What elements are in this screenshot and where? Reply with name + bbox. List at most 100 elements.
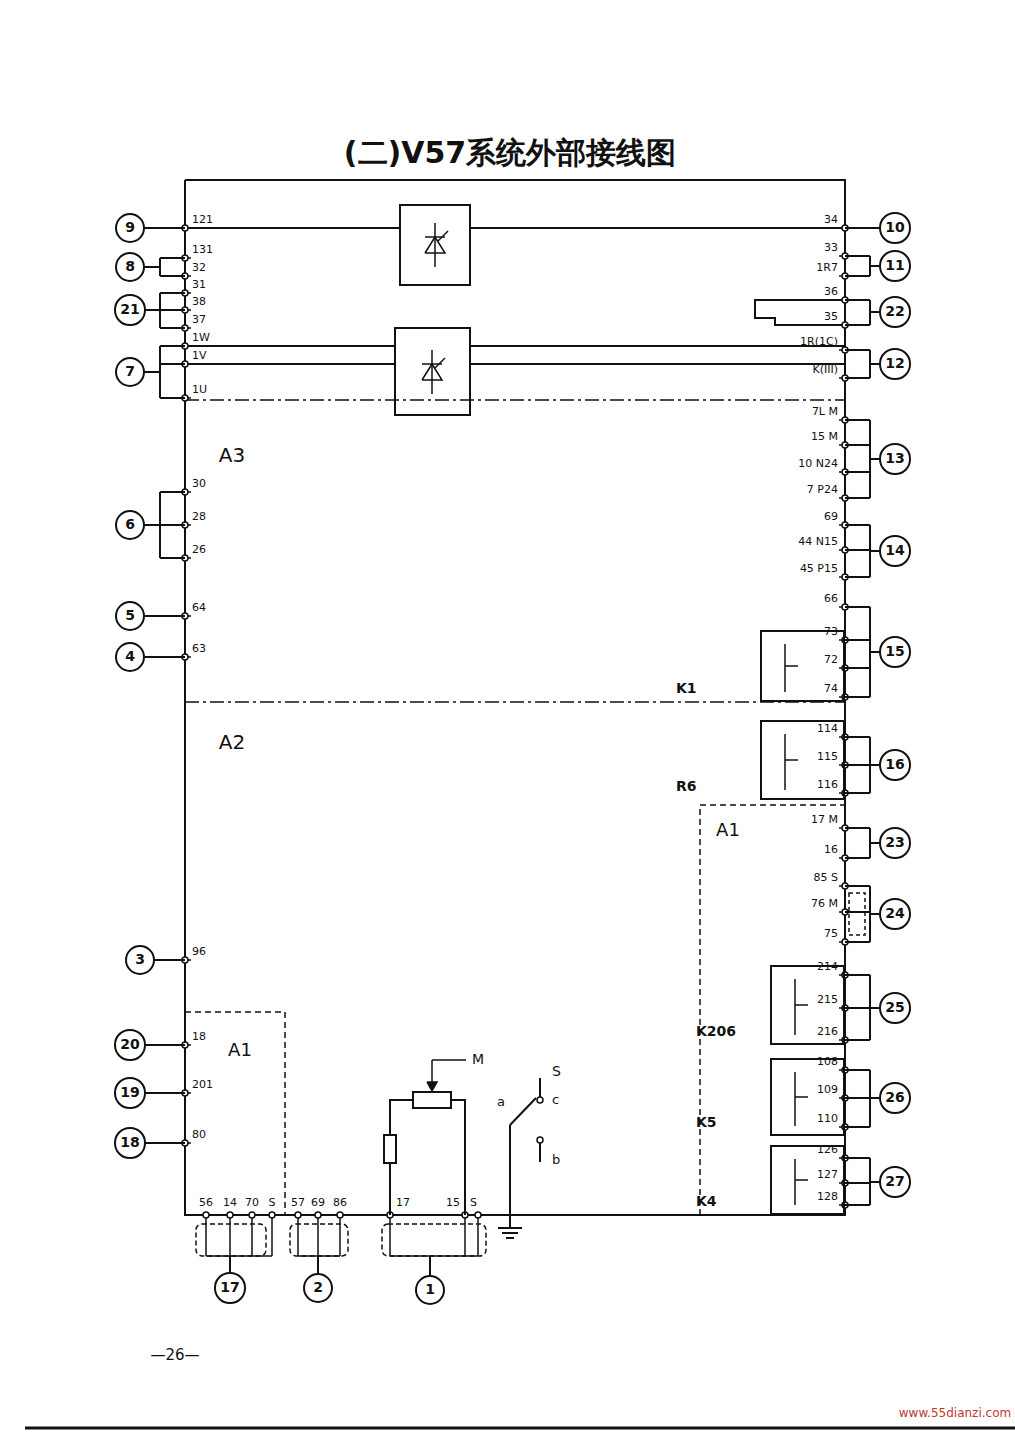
callout-circle: 21 — [114, 294, 145, 325]
wire — [432, 1059, 466, 1061]
terminal-number: 76 M — [811, 898, 838, 910]
relay-contact — [794, 979, 796, 1035]
wire — [845, 524, 870, 526]
page-rule — [25, 1427, 1015, 1430]
callout-circle: 8 — [115, 252, 145, 282]
terminal-dot — [227, 1212, 233, 1218]
wire — [539, 1143, 541, 1162]
terminal-number: 86 — [333, 1197, 347, 1209]
terminal-number: 73 — [824, 626, 838, 638]
main-bus — [185, 180, 845, 1215]
terminal-number: 7L M — [812, 406, 838, 418]
thyristor-gate — [438, 231, 448, 241]
terminal-dot — [203, 1212, 209, 1218]
wire — [845, 857, 870, 859]
contact-label: b — [552, 1153, 560, 1167]
terminal-number: 74 — [824, 683, 838, 695]
wire — [845, 911, 870, 913]
terminal-number: 35 — [824, 311, 838, 323]
callout-circle: 15 — [879, 636, 910, 667]
wire — [845, 1039, 870, 1041]
terminal-dot — [269, 1212, 275, 1218]
wire — [845, 299, 870, 301]
callout-circle: 9 — [115, 213, 145, 243]
callout-number: 12 — [885, 356, 904, 371]
relay-box: K1 — [760, 630, 845, 702]
wire — [845, 1126, 870, 1128]
wire — [845, 576, 870, 578]
wire — [297, 1215, 299, 1256]
terminal-number: 56 — [199, 1197, 213, 1209]
wire — [389, 1163, 391, 1215]
relay-name: K206 — [696, 1024, 736, 1039]
terminal-number: 1W — [192, 332, 210, 344]
wire — [869, 300, 871, 325]
terminal-dot — [315, 1212, 321, 1218]
terminal-number: 66 — [824, 593, 838, 605]
terminal-number: 96 — [192, 946, 206, 958]
callout-circle: 19 — [114, 1077, 145, 1108]
wire — [869, 350, 871, 378]
title: (二)V57系统外部接线图 — [344, 136, 676, 169]
terminal-number: 69 — [311, 1197, 325, 1209]
callout-circle: 13 — [879, 443, 910, 474]
terminal-number: 64 — [192, 602, 206, 614]
thyristor-symbol — [431, 350, 433, 394]
callout-number: 7 — [125, 364, 135, 379]
wire — [845, 941, 870, 943]
callout-number: 3 — [135, 952, 145, 967]
wire — [509, 1215, 511, 1228]
callout-circle: 1 — [415, 1275, 445, 1305]
wire — [160, 491, 185, 493]
switch-contact — [537, 1097, 543, 1103]
terminal-number: 214 — [817, 961, 838, 973]
wire — [160, 275, 185, 277]
relay-contact — [794, 1159, 796, 1205]
wire — [464, 1215, 466, 1256]
terminal-number: 28 — [192, 511, 206, 523]
relay-contact — [795, 1004, 808, 1006]
callout-number: 14 — [885, 543, 904, 558]
callout-circle: 11 — [879, 250, 910, 281]
callout-circle: 22 — [879, 296, 910, 327]
terminal-number: 33 — [824, 242, 838, 254]
wire — [160, 309, 185, 311]
wire — [509, 1125, 511, 1215]
wire — [845, 377, 870, 379]
terminal-number: 63 — [192, 643, 206, 655]
wire — [845, 827, 870, 829]
terminal-number: 36 — [824, 286, 838, 298]
thyristor-box — [400, 205, 470, 285]
terminal-number: 80 — [192, 1129, 206, 1141]
wire — [229, 1215, 231, 1256]
terminal-number: 44 N15 — [798, 536, 838, 548]
terminal-number: 127 — [817, 1169, 838, 1181]
page-number: —26— — [150, 1347, 199, 1364]
terminal-number: 1V — [192, 350, 207, 362]
terminal-number: 45 P15 — [800, 563, 838, 575]
wire — [845, 324, 870, 326]
watermark: www.55dianzi.com — [899, 1407, 1011, 1420]
region-label: A3 — [219, 444, 245, 466]
callout-circle: 25 — [879, 992, 910, 1023]
terminal-number: 128 — [817, 1191, 838, 1203]
callout-circle: 16 — [879, 749, 910, 780]
callout-number: 2 — [313, 1280, 323, 1295]
callout-circle: 24 — [879, 898, 910, 929]
callout-number: 21 — [120, 302, 139, 317]
terminal-number: S — [269, 1197, 276, 1209]
wire — [160, 557, 185, 559]
wire — [845, 471, 870, 473]
region-boundary — [700, 805, 845, 1215]
terminal-number: 15 — [446, 1197, 460, 1209]
jumper-link — [755, 300, 845, 325]
wire — [869, 828, 871, 858]
terminal-number: 10 N24 — [798, 458, 838, 470]
callout-circle: 5 — [115, 601, 145, 631]
terminal-number: 7 P24 — [807, 484, 838, 496]
relay-name: K1 — [676, 681, 697, 696]
wire — [271, 1215, 273, 1256]
wire — [845, 444, 870, 446]
terminal-number: 1R7 — [816, 262, 838, 274]
terminal-number: 26 — [192, 544, 206, 556]
